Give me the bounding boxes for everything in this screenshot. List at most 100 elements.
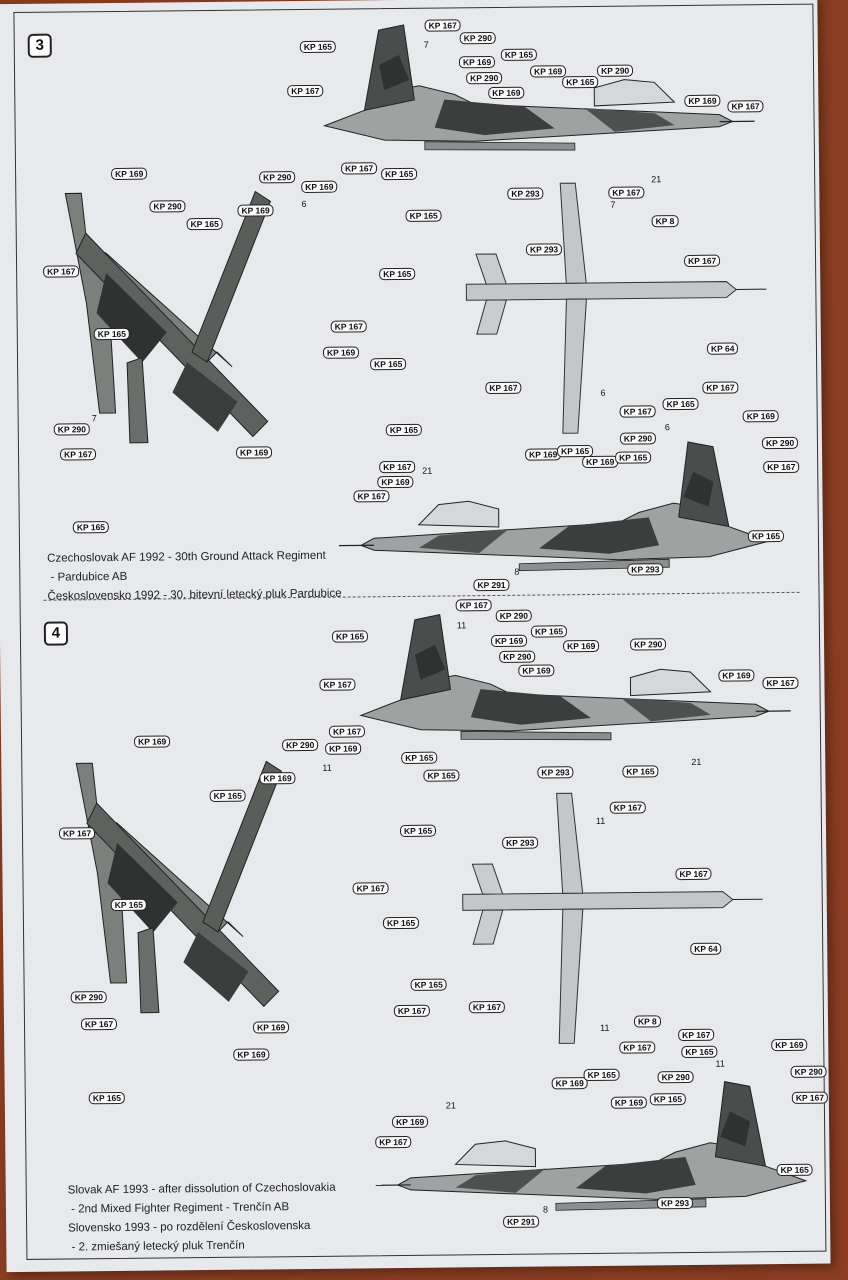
color-callout: KP 169 — [111, 167, 148, 180]
color-callout: KP 291 — [503, 1215, 540, 1228]
color-callout: KP 290 — [495, 609, 533, 622]
color-callout: KP 290 — [149, 200, 186, 213]
color-callout: KP 64 — [706, 342, 739, 355]
color-callout: KP 165 — [649, 1093, 687, 1106]
color-callout: KP 293 — [656, 1196, 694, 1210]
color-callout: KP 169 — [322, 346, 360, 359]
color-callout: KP 167 — [43, 265, 80, 278]
caption-line: Slovensko 1993 - po rozdělení Českoslove… — [68, 1219, 311, 1235]
color-callout: KP 291 — [473, 578, 510, 592]
color-callout: KP 169 — [377, 475, 414, 489]
color-callout: KP 169 — [458, 55, 496, 69]
color-callout: KP 165 — [72, 521, 110, 534]
color-callout: KP 64 — [690, 942, 722, 955]
color-callout: KP 169 — [237, 204, 274, 217]
color-callout: KP 293 — [507, 187, 544, 200]
color-callout: KP 167 — [609, 801, 647, 814]
color-callout: KP 167 — [485, 381, 522, 395]
color-callout: KP 165 — [405, 209, 442, 222]
color-callout: KP 165 — [382, 916, 420, 930]
color-callout: KP 167 — [375, 1135, 412, 1149]
color-callout: KP 165 — [186, 217, 223, 231]
aircraft-drawings — [64, 20, 807, 1213]
color-callout: KP 165 — [530, 625, 568, 638]
color-callout: KP 167 — [619, 405, 656, 418]
color-callout: KP 167 — [379, 460, 416, 474]
color-callout: KP 167 — [80, 1017, 118, 1031]
section-caption: Slovak AF 1993 - after dissolution of Cz… — [68, 1179, 337, 1258]
color-callout: KP 169 — [684, 94, 721, 107]
color-callout: KP 290 — [53, 423, 91, 436]
color-callout: KP 167 — [352, 882, 389, 895]
color-callout: KP 169 — [529, 65, 567, 78]
color-callout: KP 167 — [424, 19, 461, 32]
caption-line: Slovak AF 1993 - after dissolution of Cz… — [67, 1181, 336, 1197]
decal-number: 21 — [445, 1100, 456, 1111]
color-callout: KP 167 — [58, 827, 96, 840]
color-callout: KP 167 — [762, 676, 799, 690]
decal-number: 21 — [651, 174, 662, 185]
color-callout: KP 169 — [133, 735, 171, 748]
color-callout: KP 167 — [353, 490, 390, 503]
color-callout: KP 165 — [385, 423, 423, 437]
color-callout: KP 165 — [423, 769, 460, 782]
decal-number: 6 — [664, 422, 670, 433]
color-callout: KP 169 — [391, 1115, 429, 1129]
color-callout: KP 167 — [675, 867, 712, 881]
color-callout: KP 165 — [410, 978, 447, 991]
color-callout: KP 290 — [657, 1070, 694, 1084]
section-caption: Czechoslovak AF 1992 - 30th Ground Attac… — [47, 547, 342, 607]
color-callout: KP 165 — [399, 824, 437, 838]
color-callout: KP 290 — [70, 991, 107, 1004]
color-callout: KP 290 — [596, 64, 634, 77]
color-callout: KP 290 — [466, 71, 503, 85]
instruction-sheet: 3 4 — [0, 0, 831, 1273]
decal-number: 7 — [610, 199, 616, 210]
color-callout: KP 165 — [370, 357, 407, 371]
color-callout: KP 169 — [563, 639, 600, 653]
decal-number: 21 — [691, 756, 702, 767]
decal-number: 11 — [595, 815, 606, 826]
color-callout: KP 165 — [88, 1091, 126, 1105]
color-callout: KP 290 — [761, 436, 799, 450]
color-callout: KP 167 — [678, 1028, 715, 1042]
color-callout: KP 290 — [790, 1065, 827, 1078]
decal-number: 6 — [600, 387, 606, 398]
color-callout: KP 165 — [401, 751, 438, 764]
color-callout: KP 169 — [551, 1077, 588, 1090]
color-callout: KP 169 — [525, 448, 562, 461]
color-callout: KP 167 — [328, 725, 366, 738]
color-callout: KP 293 — [537, 766, 574, 779]
color-callout: KP 165 — [776, 1163, 813, 1177]
color-callout: KP 165 — [662, 397, 699, 411]
decal-number: 7 — [91, 413, 97, 424]
color-callout: KP 290 — [459, 31, 496, 45]
decal-number: 11 — [456, 620, 467, 631]
decal-number: 11 — [600, 1022, 610, 1033]
decal-number: 11 — [322, 762, 332, 773]
color-callout: KP 167 — [468, 1000, 506, 1014]
color-callout: KP 167 — [702, 381, 739, 394]
color-callout: KP 165 — [747, 529, 785, 543]
caption-line: Československo 1992 - 30. bitevní leteck… — [47, 587, 342, 603]
color-callout: KP 167 — [727, 100, 764, 113]
color-callout: KP 169 — [252, 1021, 290, 1034]
color-callout: KP 167 — [763, 460, 800, 474]
color-callout: KP 165 — [209, 789, 246, 803]
color-callout: KP 167 — [683, 254, 721, 268]
color-callout: KP 165 — [562, 75, 599, 89]
color-callout: KP 165 — [93, 327, 131, 341]
color-callout: KP 169 — [325, 742, 362, 755]
color-callout: KP 165 — [331, 630, 369, 643]
color-callout: KP 293 — [627, 563, 664, 576]
color-callout: KP 165 — [615, 451, 652, 464]
decal-number: 11 — [715, 1058, 725, 1069]
decal-number: 21 — [422, 465, 433, 476]
decal-number: 8 — [514, 566, 520, 577]
color-callout: KP 169 — [718, 669, 755, 682]
color-callout: KP 169 — [490, 634, 528, 648]
caption-line: - 2nd Mixed Fighter Regiment - Trenčín A… — [67, 1201, 290, 1216]
color-callout: KP 167 — [340, 162, 378, 175]
color-callout: KP 8 — [633, 1015, 661, 1028]
color-callout: KP 293 — [525, 243, 563, 256]
